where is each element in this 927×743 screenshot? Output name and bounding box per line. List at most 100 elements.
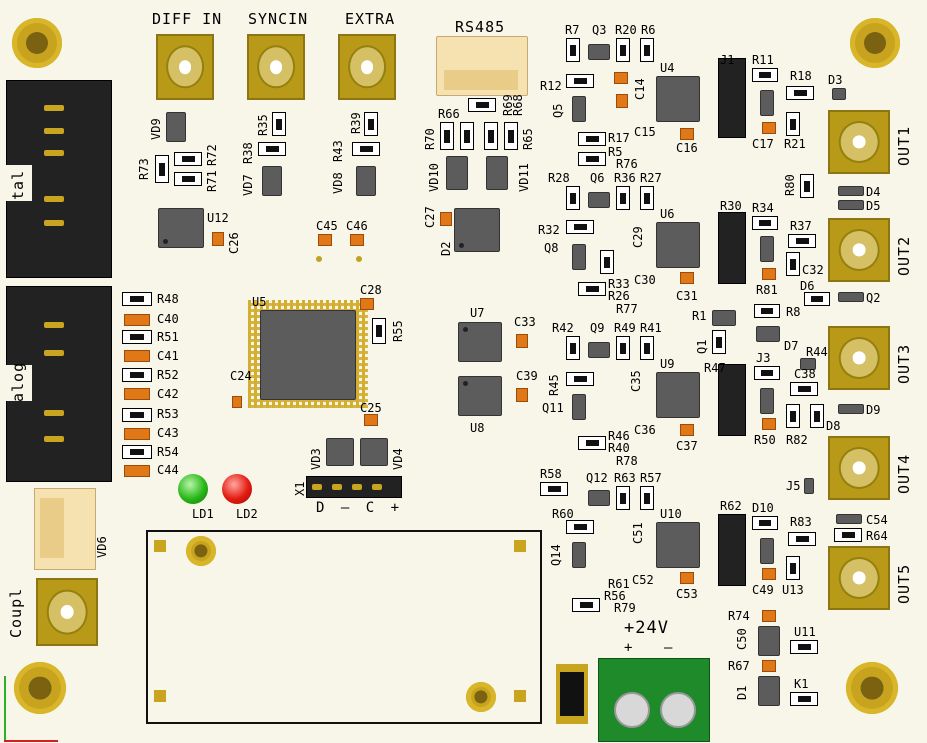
mounting-hole-top-right xyxy=(850,18,900,68)
resistor-r73 xyxy=(155,155,169,183)
header-j5 xyxy=(718,514,746,586)
capacitor-c49 xyxy=(762,610,776,622)
label-r52: R52 xyxy=(157,368,179,382)
label-r36: R36 xyxy=(614,171,636,185)
ic-u4 xyxy=(656,76,700,122)
label-c15: C15 xyxy=(634,125,656,139)
label-q8: Q8 xyxy=(544,241,559,255)
terminal-screw-plus xyxy=(614,692,650,728)
label-r82: D8 xyxy=(826,419,841,433)
header-pin xyxy=(44,196,64,202)
resistor-r72 xyxy=(174,172,202,186)
module-corner-pad xyxy=(514,690,526,702)
label-out3: OUT3 xyxy=(895,343,913,384)
sma-connector-out3 xyxy=(828,326,890,390)
module-corner-pad xyxy=(154,540,166,552)
resistor-r57 xyxy=(640,486,654,510)
label-u8: U8 xyxy=(470,421,485,435)
resistor-r81 xyxy=(804,292,830,306)
resistor-r67 xyxy=(790,692,818,706)
sma-connector-out2 xyxy=(828,218,890,282)
label-r49: R49 xyxy=(614,321,636,335)
capacitor-c26 xyxy=(212,232,224,246)
label-r67: K1 xyxy=(794,677,809,691)
label-r63: R63 xyxy=(614,471,636,485)
label-r18: R18 xyxy=(790,69,812,83)
label-extra: EXTRA xyxy=(345,10,396,28)
label-r7: R7 xyxy=(565,23,580,37)
label-u13: C50 xyxy=(735,628,749,650)
module-corner-pad xyxy=(154,690,166,702)
label-r12: R12 xyxy=(540,79,562,93)
resistor-r35 xyxy=(272,112,286,136)
label-r79: R79 xyxy=(614,601,636,615)
diode-d1-body xyxy=(560,672,584,716)
label-vd10: VD10 xyxy=(427,163,441,192)
label-u12: U12 xyxy=(207,211,229,225)
resistor-r68 xyxy=(504,122,518,150)
label-r32: R32 xyxy=(538,223,560,237)
label-r72: R72 xyxy=(205,144,219,166)
label-ld1: LD1 xyxy=(192,507,214,521)
label-j5: R62 xyxy=(720,499,742,513)
capacitor-c50 xyxy=(762,660,776,672)
label-ld2: LD2 xyxy=(236,507,258,521)
capacitor-c45 xyxy=(318,234,332,246)
label-r66: R66 xyxy=(438,107,460,121)
ic-u5 xyxy=(260,310,356,400)
label-r45: R45 xyxy=(547,374,561,396)
label-c40: C40 xyxy=(157,312,179,326)
label-c24: C24 xyxy=(230,369,252,383)
label-c38: R50 xyxy=(754,433,776,447)
label-vd7: VD7 xyxy=(241,174,255,196)
label-d8: D9 xyxy=(866,403,881,417)
resistor-r48 xyxy=(122,292,152,306)
resistor-r17 xyxy=(578,132,606,146)
label-power-minus: – xyxy=(664,640,673,656)
label-c25: C25 xyxy=(360,401,382,415)
capacitor-c14 xyxy=(616,94,628,108)
resistor-r54 xyxy=(122,445,152,459)
resistor-r42 xyxy=(566,336,580,360)
label-c27: C27 xyxy=(423,206,437,228)
resistor-r52 xyxy=(122,368,152,382)
header-pin xyxy=(44,322,64,328)
header-pin xyxy=(312,484,322,490)
label-c49: R74 xyxy=(728,609,750,623)
label-q2: R1 xyxy=(692,309,707,323)
sma-connector-out5 xyxy=(828,546,890,610)
label-r20: R20 xyxy=(615,23,637,37)
label-c37: C37 xyxy=(676,439,698,453)
sma-connector-diff-in xyxy=(156,34,214,100)
label-out5: OUT5 xyxy=(895,563,913,604)
label-c35: C35 xyxy=(629,370,643,392)
origin-axis-y xyxy=(4,676,6,742)
resistor-r66 xyxy=(468,98,496,112)
resistor-r71 xyxy=(174,152,202,166)
label-r41: R41 xyxy=(640,321,662,335)
header-pin xyxy=(352,484,362,490)
label-u6: U6 xyxy=(660,207,675,221)
transistor-q5 xyxy=(572,96,586,122)
label-c42: C42 xyxy=(157,387,179,401)
label-diff-in: DIFF IN xyxy=(152,10,223,28)
label-u5: U5 xyxy=(252,295,267,309)
label-r73: R73 xyxy=(137,158,151,180)
label-c31: C31 xyxy=(676,289,698,303)
resistor-r64 xyxy=(786,556,800,580)
header-pin xyxy=(332,484,342,490)
transistor-vd10 xyxy=(446,156,468,190)
capacitor-c40 xyxy=(124,314,150,326)
header-j2 xyxy=(718,212,746,284)
diode-d10 xyxy=(836,514,862,524)
module-pad xyxy=(186,536,216,566)
transistor-q14 xyxy=(572,542,586,568)
resistor-r28 xyxy=(566,186,580,210)
label-out1: OUT1 xyxy=(895,125,913,166)
resistor-r69 xyxy=(484,122,498,150)
label-vd11: VD11 xyxy=(517,163,531,192)
resistor-r65 xyxy=(460,122,474,150)
capacitor-c46 xyxy=(350,234,364,246)
label-r59: D10 xyxy=(752,501,774,515)
resistor-r50 xyxy=(786,404,800,428)
